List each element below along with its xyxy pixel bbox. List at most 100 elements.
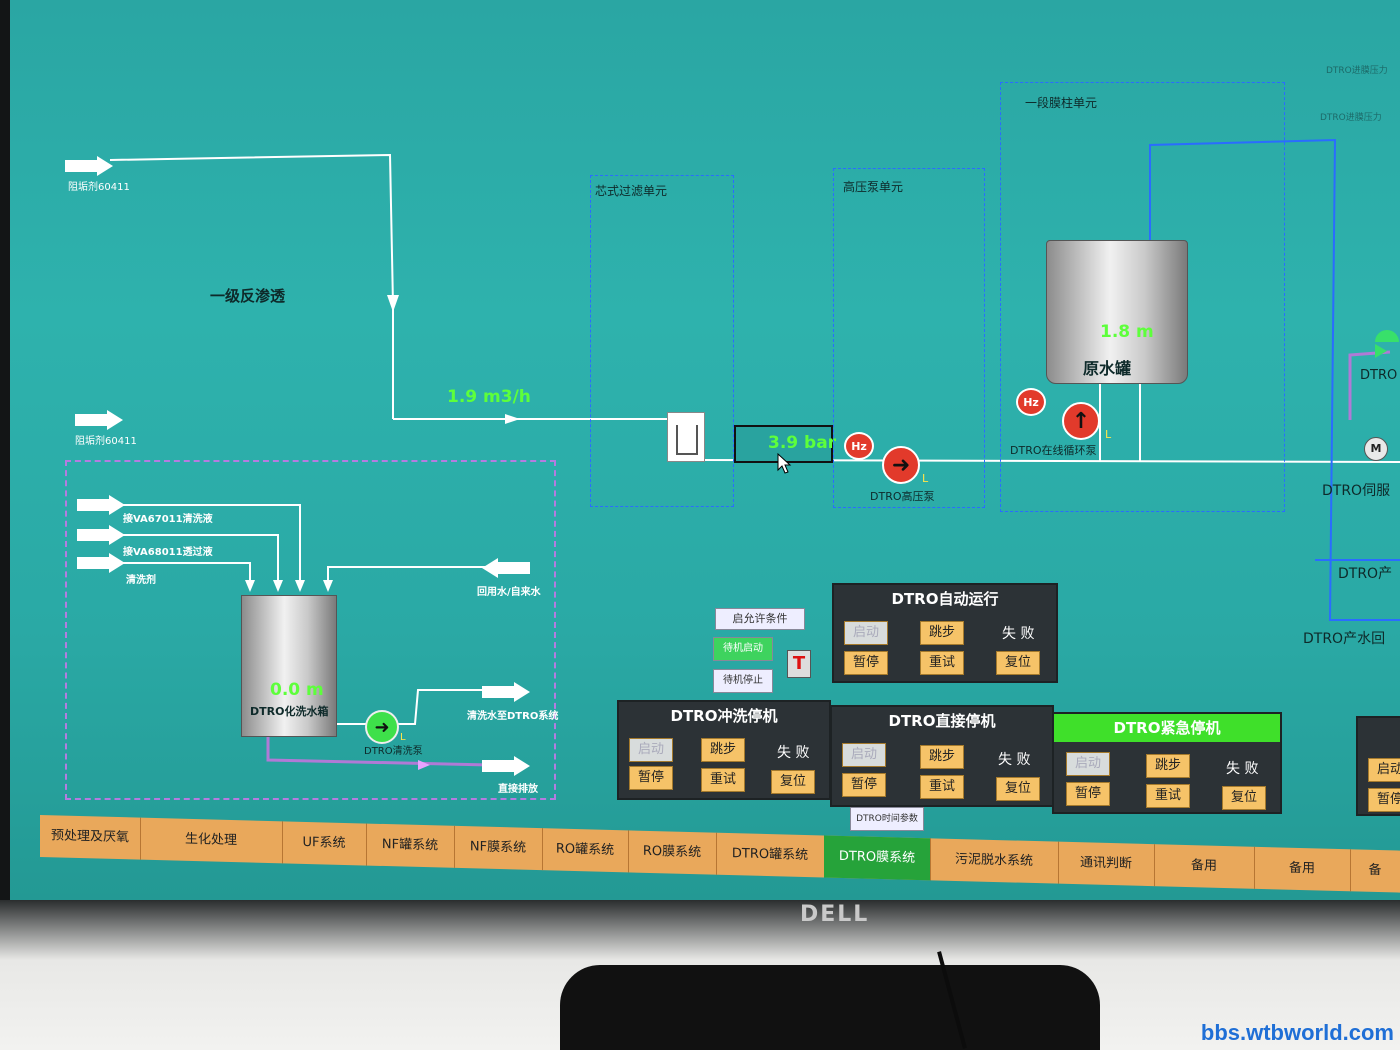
nav-tab[interactable]: 备 [1350,849,1400,893]
circ-pump-icon[interactable]: ↑ [1062,402,1100,440]
wash-out2-label: 直接排放 [498,784,538,795]
flush-pause-button[interactable]: 暂停 [629,766,673,790]
monitor-brand-logo: DELL [800,902,870,927]
nav-tab[interactable]: 备用 [1154,844,1255,889]
circ-pump-mode: L [1105,428,1112,441]
product-return-label: DTRO产水回 [1303,631,1386,647]
return-arrow-icon [482,558,530,578]
wash-out1-label: 清洗水至DTRO系统 [467,711,559,722]
t-mode-icon[interactable]: T [787,650,811,678]
hp-pump-icon[interactable]: ➜ [882,446,920,484]
faint-label-b: DTRO进膜压力 [1320,113,1382,123]
wash-pump-label: DTRO清洗泵 [364,746,423,757]
process-pipes [109,138,1400,770]
nav-tab[interactable]: 通讯判断 [1058,841,1155,887]
hp-pump-mode: L [922,472,929,485]
mouse-cursor-icon [777,452,792,474]
nav-tab[interactable]: DTRO罐系统 [716,832,825,878]
auto-run-panel: DTRO自动运行 启动 跳步 失 败 暂停 重试 复位 [832,583,1058,683]
direct-step-button[interactable]: 跳步 [920,745,964,769]
standby-stop-button[interactable]: 待机停止 [713,669,773,693]
emergency-start-button[interactable]: 启动 [1066,752,1110,776]
upper-inlet-label: 阻垢剂60411 [68,182,130,193]
raw-water-tank[interactable] [1046,240,1188,384]
nav-tab[interactable]: RO膜系统 [628,830,717,875]
stage-title: 一级反渗透 [210,287,286,305]
inlet-arrow-icon [77,495,125,515]
filter-unit-title: 芯式过滤单元 [595,184,668,198]
flush-reset-button[interactable]: 复位 [771,770,815,794]
auto-step-button[interactable]: 跳步 [920,621,964,645]
raw-tank-name: 原水罐 [1083,359,1132,378]
direct-stop-panel: DTRO直接停机 启动 跳步 失 败 暂停 重试 复位 [830,705,1054,807]
nav-tab[interactable]: RO罐系统 [542,828,629,873]
dtro-valve-icon[interactable] [1375,330,1399,358]
nav-tab[interactable]: NF罐系统 [366,823,455,868]
nav-tab[interactable]: NF膜系统 [454,825,543,871]
direct-pause-button[interactable]: 暂停 [842,773,886,797]
partial-pause-button[interactable]: 暂停 [1368,788,1400,812]
cartridge-filter-icon[interactable] [667,412,705,462]
partial-panel: 启动 暂停 [1356,716,1400,816]
cleaning-in1-label: 接VA67011清洗液 [123,514,213,525]
direct-retry-button[interactable]: 重试 [920,775,964,799]
standby-start-button[interactable]: 待机启动 [713,637,773,661]
hp-pump-label: DTRO高压泵 [870,490,935,503]
product-label: DTRO产 [1338,566,1393,582]
permit-condition-button[interactable]: 启允许条件 [715,608,805,630]
emergency-reset-button[interactable]: 复位 [1222,786,1266,810]
emergency-step-button[interactable]: 跳步 [1146,754,1190,778]
outlet-arrow-icon [482,682,530,702]
inlet-arrow-icon [77,525,125,545]
emergency-retry-button[interactable]: 重试 [1146,784,1190,808]
nav-tab[interactable]: 生化处理 [140,817,283,864]
hp-pump-unit-box [833,168,985,508]
auto-run-title: DTRO自动运行 [891,590,999,608]
flush-retry-button[interactable]: 重试 [701,768,745,792]
inlet-arrow-icon [77,553,125,573]
auto-reset-button[interactable]: 复位 [996,651,1040,675]
nav-tab[interactable]: 污泥脱水系统 [930,838,1059,884]
auto-start-button[interactable]: 启动 [844,621,888,645]
watermark: bbs.wtbworld.com [1200,1020,1394,1045]
direct-start-button[interactable]: 启动 [842,743,886,767]
direct-stop-title: DTRO直接停机 [888,712,996,730]
auto-fail-label: 失 败 [1002,626,1035,642]
hp-pump-hz-icon[interactable]: Hz [844,432,874,460]
nav-tab[interactable]: UF系统 [282,821,367,866]
hp-pump-unit-title: 高压泵单元 [843,180,904,194]
timing-params-button[interactable]: DTRO时间参数 [850,807,924,831]
membrane-unit-title: 一段膜柱单元 [1025,96,1098,110]
inlet-arrow-icon [75,410,123,430]
auto-retry-button[interactable]: 重试 [920,651,964,675]
nav-tab[interactable]: DTRO膜系统 [824,835,931,881]
circ-pump-hz-icon[interactable]: Hz [1016,388,1046,416]
faint-label-a: DTRO进膜压力 [1326,66,1388,76]
raw-tank-level: 1.8 m [1100,322,1154,342]
nav-tab[interactable]: 备用 [1254,846,1351,892]
nav-tab[interactable]: 预处理及厌氧 [40,815,141,860]
main-inlet-label: 阻垢剂60411 [75,436,137,447]
flush-start-button[interactable]: 启动 [629,738,673,762]
flow-value: 1.9 m3/h [447,387,531,407]
monitor-stand [560,965,1100,1050]
motor-valve-icon[interactable]: M [1364,437,1388,461]
emergency-stop-title[interactable]: DTRO紧急停机 [1054,714,1280,742]
inlet-arrow-icon [65,156,113,176]
emergency-pause-button[interactable]: 暂停 [1066,782,1110,806]
direct-reset-button[interactable]: 复位 [996,777,1040,801]
flush-step-button[interactable]: 跳步 [701,738,745,762]
wash-pump-icon[interactable]: ➜ [365,710,399,744]
wash-pump-mode: L [400,732,406,743]
chemical-wash-tank[interactable] [241,595,337,737]
flush-stop-panel: DTRO冲洗停机 启动 跳步 失 败 暂停 重试 复位 [617,700,831,800]
wash-tank-level: 0.0 m [270,680,324,700]
filter-unit-box [590,175,734,507]
dtro-right-label: DTRO [1360,368,1398,383]
flush-stop-title: DTRO冲洗停机 [670,707,778,725]
auto-pause-button[interactable]: 暂停 [844,651,888,675]
partial-start-button[interactable]: 启动 [1368,758,1400,782]
cleaning-unit-box [65,460,556,800]
emergency-fail-label: 失 败 [1226,761,1259,777]
cleaning-in2-label: 接VA68011透过液 [123,547,213,558]
